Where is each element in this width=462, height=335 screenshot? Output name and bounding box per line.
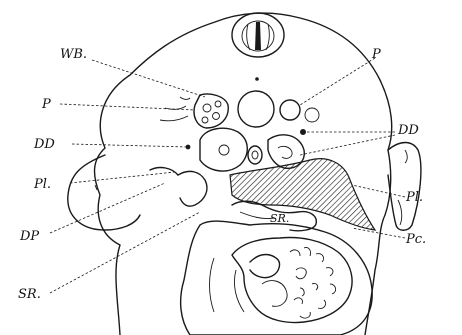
- leader-p-right: [300, 58, 375, 105]
- leader-sr-left: [50, 212, 200, 293]
- label-wb: WB.: [60, 47, 87, 62]
- leader-dd-left: [72, 144, 188, 147]
- label-dd-left: DD: [33, 137, 55, 152]
- label-p-left: P: [41, 97, 51, 112]
- gut-section: [200, 128, 247, 171]
- leader-pl-left: [70, 172, 175, 183]
- label-sr-center: SR.: [270, 212, 289, 225]
- leader-p-left: [60, 104, 195, 110]
- label-dd-right: DD: [397, 123, 419, 138]
- label-dp: DP: [19, 229, 39, 244]
- label-pl-right: Pl.: [405, 190, 423, 205]
- leader-pc: [352, 228, 405, 238]
- leader-pl-right: [352, 185, 405, 197]
- left-limb-bud: [68, 155, 140, 230]
- label-p-right: P: [371, 47, 381, 62]
- leader-dd-right-b: [300, 135, 395, 155]
- leader-wb: [92, 60, 205, 97]
- label-pc: Pc.: [405, 232, 426, 247]
- right-limb-bud: [388, 143, 421, 231]
- aorta: [238, 91, 274, 127]
- label-pl-left: Pl.: [33, 177, 51, 192]
- septum-transversum-hatched: [230, 159, 375, 230]
- label-sr-left: SR.: [18, 287, 41, 302]
- notochord: [255, 77, 259, 81]
- leader-dp: [50, 183, 165, 233]
